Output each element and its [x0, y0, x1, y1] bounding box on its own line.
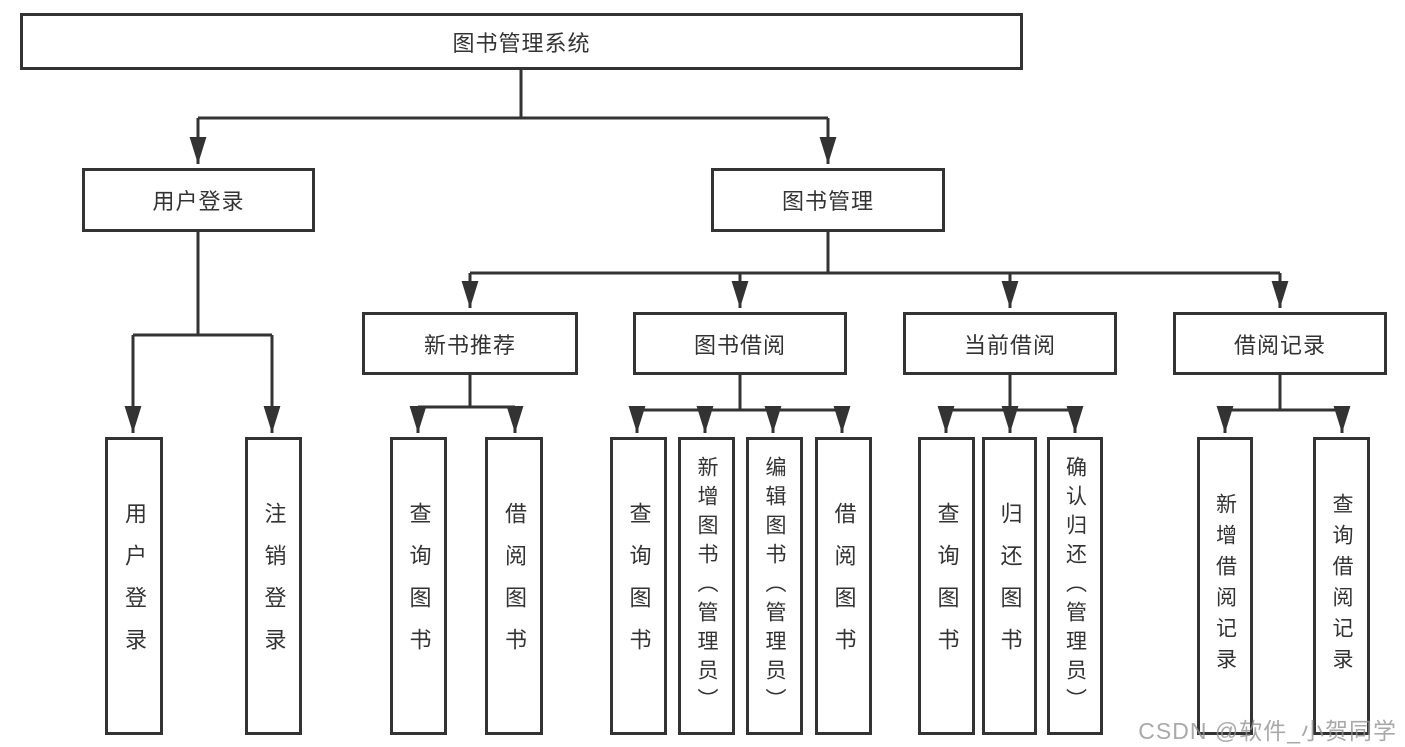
- node-label: 新书推荐: [423, 332, 516, 358]
- node-label: 查询图书: [934, 502, 960, 670]
- node-leaf-logout: 注销登录: [245, 437, 302, 735]
- node-leaf-query-book-1: 查询图书: [390, 437, 447, 735]
- node-leaf-query-book-2: 查询图书: [610, 437, 667, 735]
- node-leaf-query-book-3: 查询图书: [918, 437, 975, 735]
- node-leaf-return-book: 归还图书: [982, 437, 1037, 735]
- node-leaf-borrow-book-2: 借阅图书: [815, 437, 872, 735]
- connector-new-book: [409, 375, 524, 433]
- node-user-login: 用户登录: [82, 168, 315, 232]
- node-label: 查询图书: [406, 502, 432, 670]
- node-label: 图书管理系统: [452, 30, 591, 56]
- node-borrow-records: 借阅记录: [1173, 312, 1387, 375]
- connector-borrow-records: [1216, 375, 1351, 433]
- node-label: 当前借阅: [963, 332, 1056, 358]
- node-label: 归还图书: [997, 502, 1023, 670]
- node-leaf-confirm-return-admin: 确认归还（管理员）: [1047, 437, 1103, 735]
- node-leaf-borrow-book-1: 借阅图书: [485, 437, 543, 735]
- node-root-system: 图书管理系统: [20, 13, 1023, 70]
- node-label: 图书管理: [781, 189, 874, 214]
- node-label: 新增图书（管理员）: [695, 455, 718, 717]
- node-current-borrow: 当前借阅: [903, 312, 1117, 375]
- node-label: 编辑图书（管理员）: [763, 455, 786, 717]
- node-label: 借阅图书: [502, 502, 527, 670]
- node-leaf-add-borrow-record: 新增借阅记录: [1197, 437, 1253, 735]
- node-label: 注销登录: [261, 502, 287, 670]
- node-label: 查询图书: [626, 502, 652, 670]
- node-leaf-user-login: 用户登录: [105, 437, 163, 735]
- connector-book-borrow: [628, 375, 851, 433]
- node-leaf-edit-book-admin: 编辑图书（管理员）: [746, 437, 803, 735]
- node-label: 确认归还（管理员）: [1063, 455, 1087, 717]
- node-leaf-query-borrow-record: 查询借阅记录: [1313, 437, 1370, 735]
- node-leaf-add-book-admin: 新增图书（管理员）: [678, 437, 735, 735]
- node-label: 查询借阅记录: [1330, 493, 1353, 679]
- node-label: 图书借阅: [693, 332, 786, 358]
- connector-root: [189, 70, 837, 164]
- node-new-book-recommend: 新书推荐: [362, 312, 578, 375]
- node-label: 借阅图书: [831, 502, 857, 670]
- csdn-watermark: CSDN @软件_小贺同学: [1138, 718, 1397, 744]
- connector-current-borrow: [937, 375, 1084, 433]
- node-label: 用户登录: [152, 189, 245, 214]
- node-label: 借阅记录: [1233, 332, 1326, 358]
- connector-user-login: [124, 232, 281, 433]
- node-book-management: 图书管理: [711, 168, 945, 232]
- node-label: 用户登录: [122, 502, 147, 670]
- node-label: 新增借阅记录: [1213, 493, 1237, 679]
- node-book-borrow: 图书借阅: [633, 312, 847, 375]
- connector-book-management: [461, 232, 1289, 308]
